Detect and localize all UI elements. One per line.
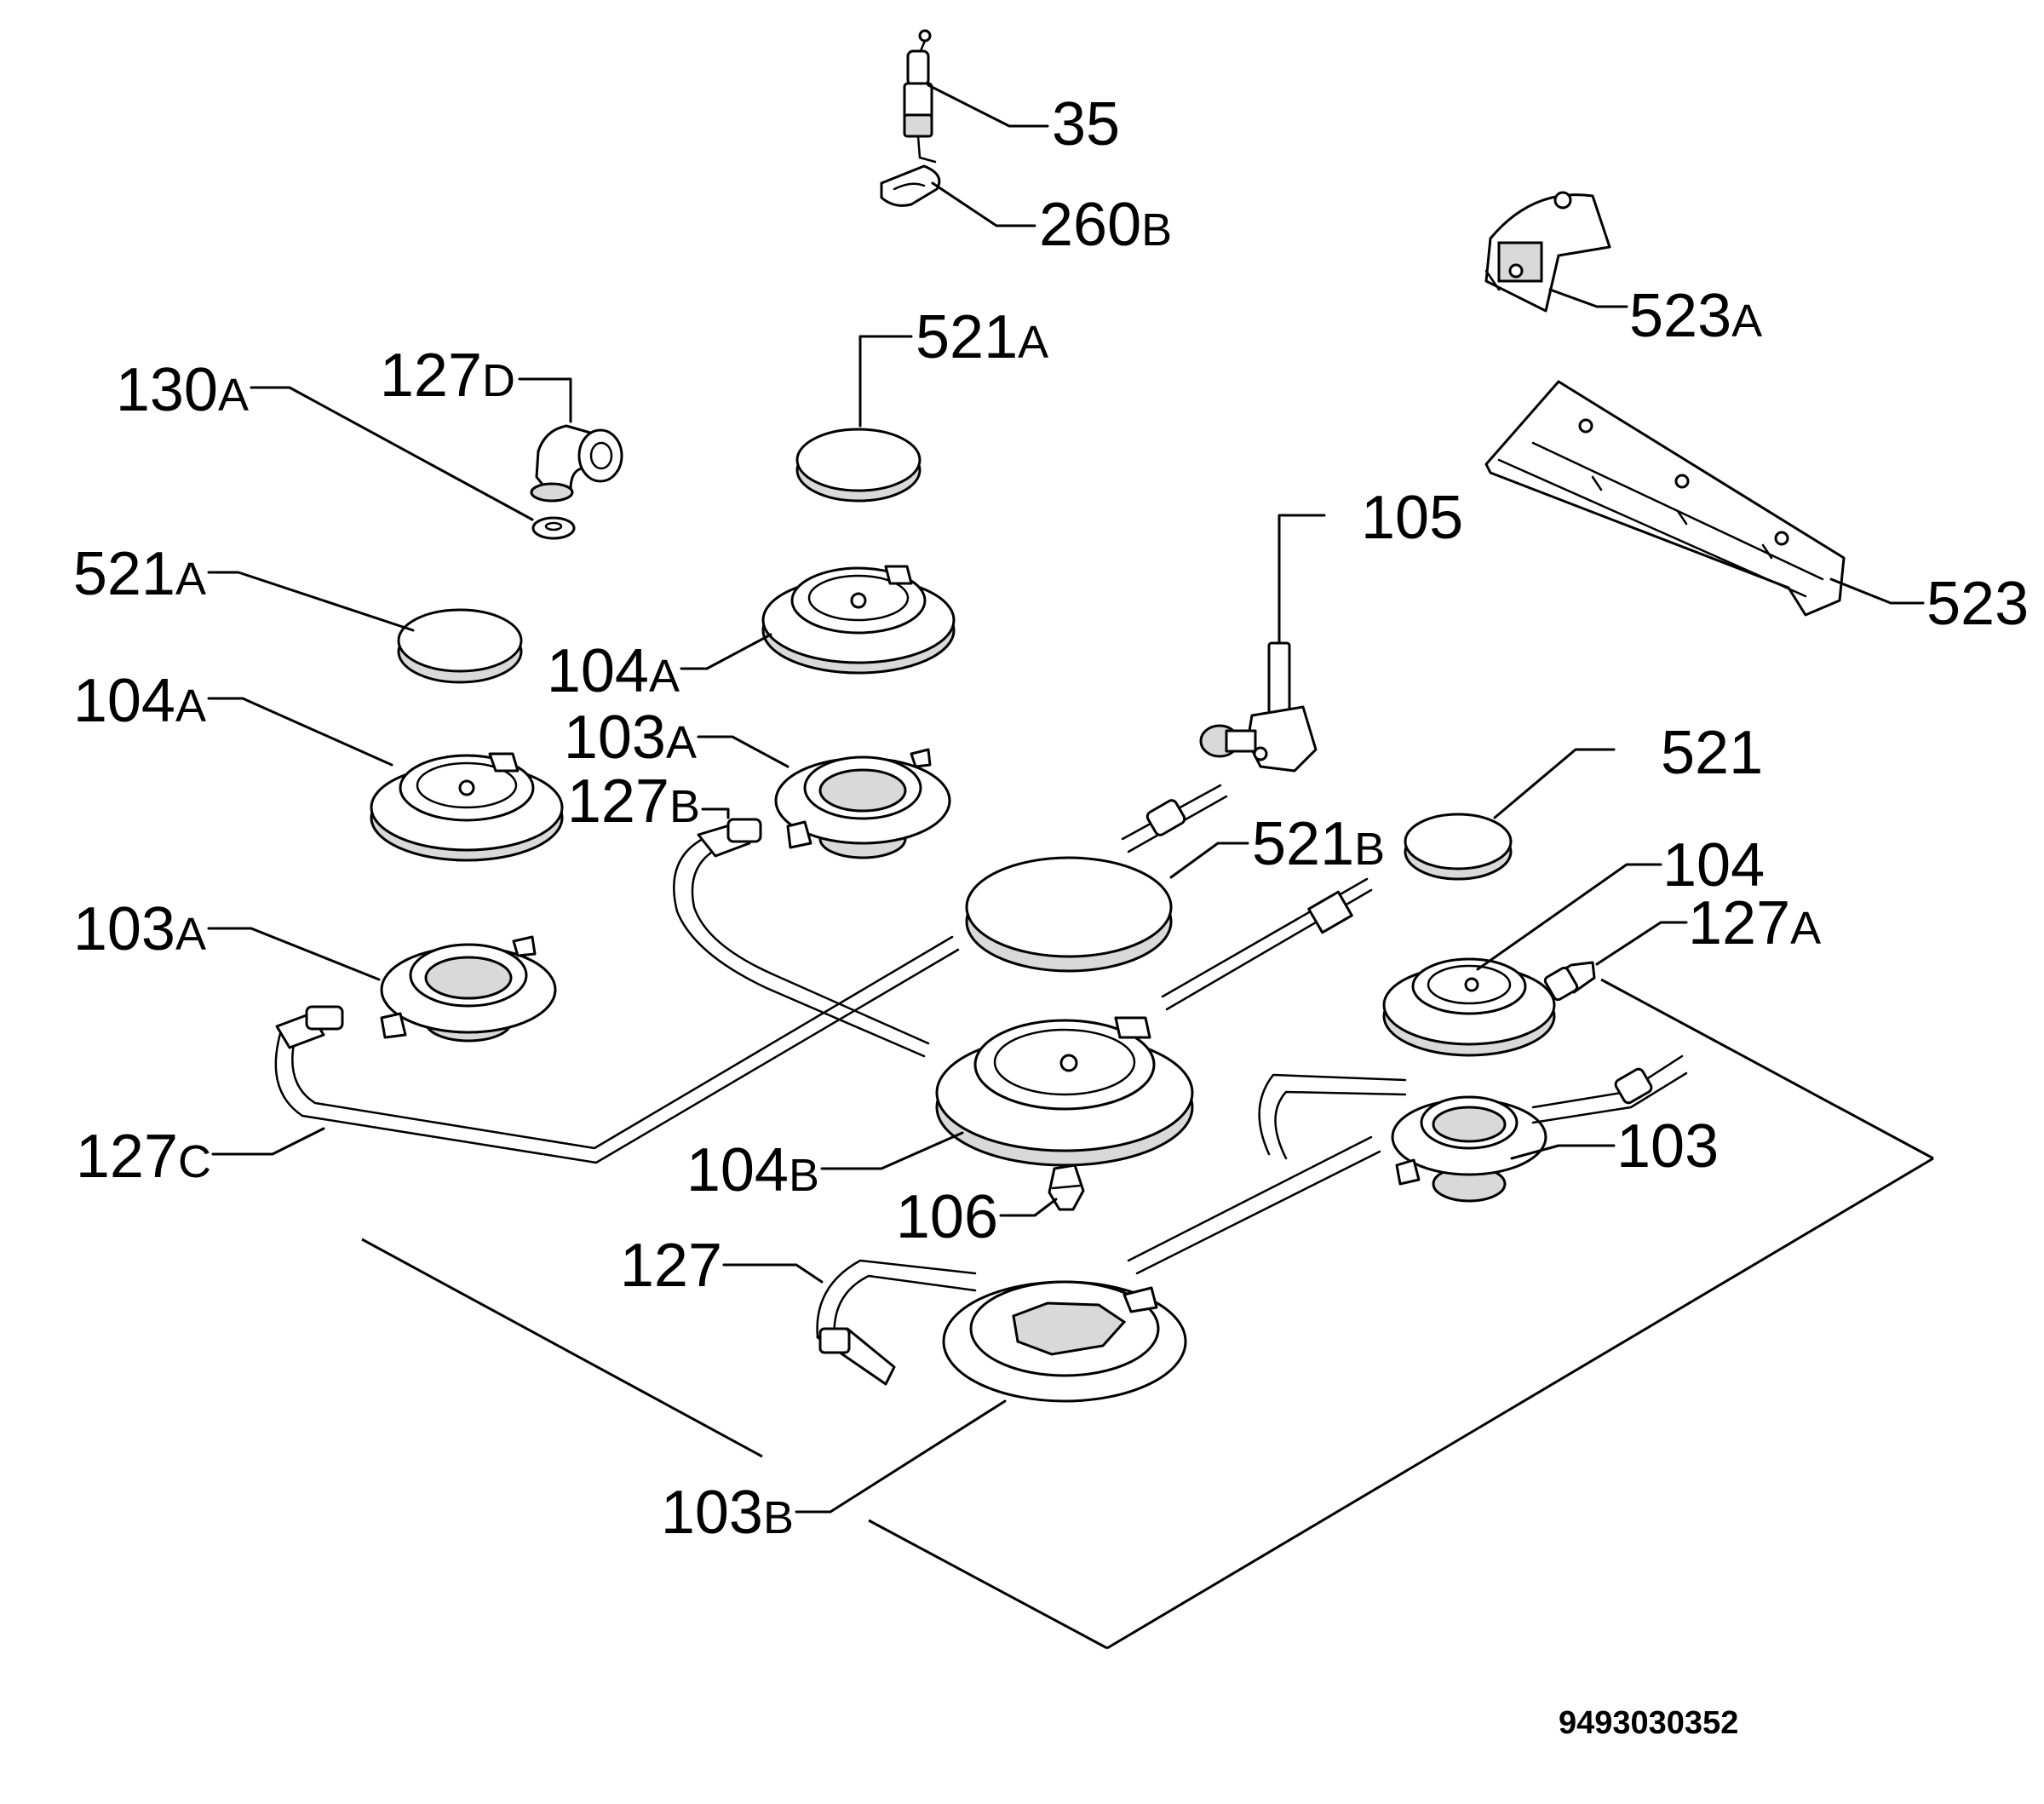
burner-head-104-part <box>1382 957 1556 1057</box>
callout-127b: 127B <box>567 767 700 836</box>
callout-260b: 260B <box>1039 191 1172 259</box>
callout-523a: 523A <box>1629 282 1762 350</box>
sealing-washer-part <box>531 516 576 540</box>
callout-104: 104 <box>1662 831 1765 899</box>
burner-base-103-part <box>1391 1095 1547 1203</box>
callout-103b: 103B <box>661 1479 794 1547</box>
burner-base-103a-left-part <box>380 935 557 1043</box>
callout-104a-mid: 104A <box>547 637 680 705</box>
burner-cap-521a-left-part <box>397 608 523 684</box>
spark-electrode-part <box>903 29 937 164</box>
burner-cap-521a-top-part <box>795 428 922 503</box>
callout-103a-mid: 103A <box>564 704 697 772</box>
callout-521a-left: 521A <box>73 540 206 608</box>
callout-106: 106 <box>896 1183 998 1251</box>
callout-521b: 521B <box>1252 810 1385 878</box>
callout-104a-left: 104A <box>73 667 206 735</box>
callout-127c: 127C <box>76 1123 211 1191</box>
gas-pipes <box>274 784 1688 1386</box>
leader-lines <box>207 83 1925 1514</box>
callout-103a-left: 103A <box>73 895 206 963</box>
callout-104b: 104B <box>686 1136 819 1204</box>
gas-valve-part <box>1199 641 1318 773</box>
callout-127a: 127A <box>1688 889 1821 957</box>
burner-cap-521b-part <box>965 856 1173 973</box>
burner-rail-part <box>1484 380 1846 617</box>
burner-head-104b-part <box>935 1016 1194 1167</box>
bracket-523a-part <box>1484 191 1611 313</box>
callout-130a: 130A <box>116 356 249 424</box>
callout-127: 127 <box>620 1232 722 1300</box>
callout-127d: 127D <box>380 342 515 410</box>
burner-base-103b-part <box>942 1280 1187 1403</box>
callout-35: 35 <box>1052 90 1120 158</box>
callout-103: 103 <box>1616 1112 1719 1181</box>
burner-head-104a-top-part <box>761 565 956 675</box>
hob-outline <box>361 978 1934 1650</box>
callout-523: 523 <box>1926 570 2029 638</box>
burner-cap-521-part <box>1404 813 1513 881</box>
callout-521: 521 <box>1661 719 1763 787</box>
elbow-fitting-part <box>530 424 623 503</box>
clip-part <box>880 164 941 207</box>
burner-base-103a-mid-part <box>774 748 951 859</box>
callout-105: 105 <box>1361 484 1463 552</box>
callout-521a-top: 521A <box>916 303 1048 371</box>
callout-labels: 35 260B 523A 521A 127D 130A 105 523 521A… <box>73 90 2029 1547</box>
drawing-number: 9493030352 <box>1559 1705 1738 1741</box>
injector-part <box>1048 1163 1085 1211</box>
burner-head-104a-left-part <box>370 752 564 862</box>
